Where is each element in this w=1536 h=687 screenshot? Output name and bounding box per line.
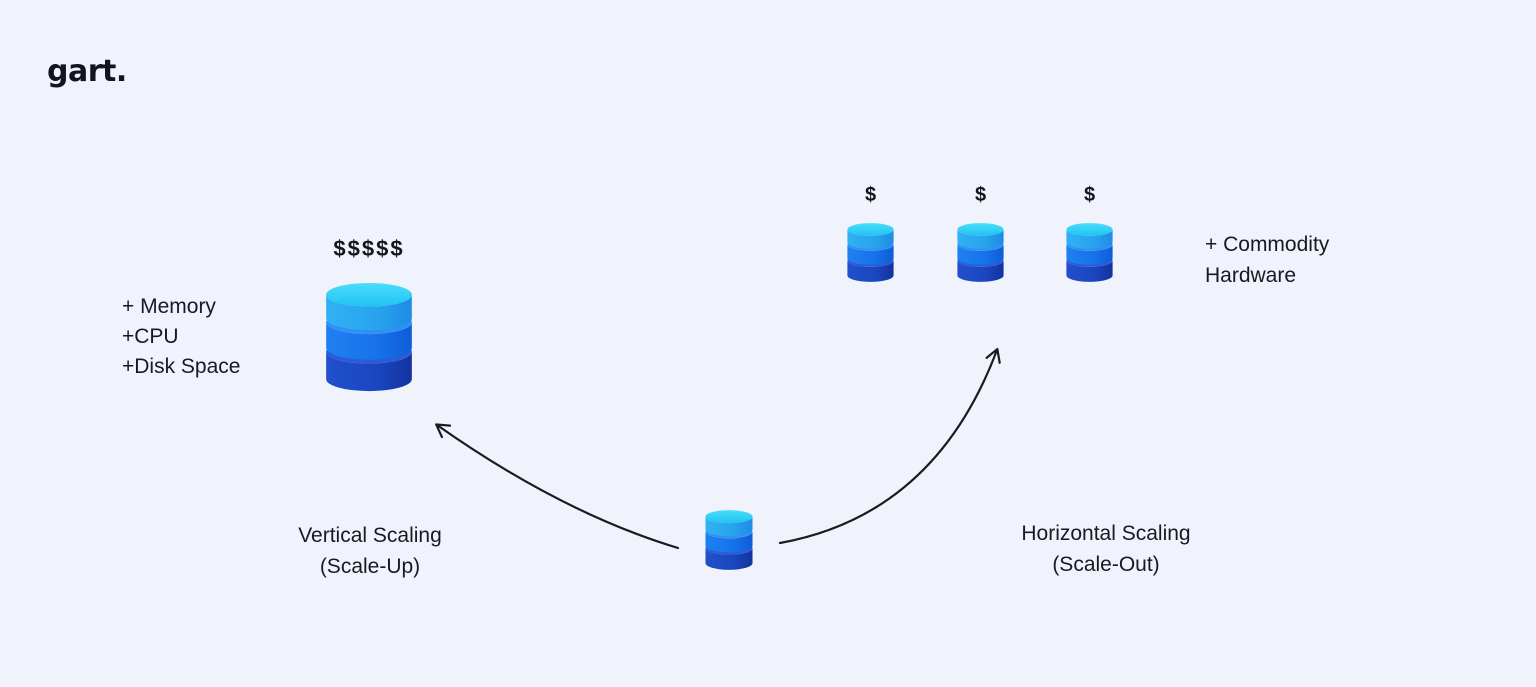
spec-item-cpu: +CPU	[122, 325, 179, 348]
source-database-icon	[701, 509, 757, 572]
spec-item-memory: + Memory	[122, 295, 216, 318]
horizontal-scaling-title: Horizontal Scaling	[1021, 522, 1191, 545]
commodity-note: + Commodity Hardware	[1205, 229, 1329, 291]
big-database-icon	[318, 281, 420, 395]
commodity-node: $	[1062, 184, 1117, 284]
small-database-icon	[847, 223, 894, 282]
vertical-specs-list: + Memory +CPU +Disk Space	[122, 292, 240, 382]
vertical-scaling-title: Vertical Scaling	[298, 524, 442, 547]
node-cost-label: $	[1083, 184, 1096, 206]
scale-out-arrow	[778, 347, 1001, 545]
node-cost-label: $	[864, 184, 877, 206]
vertical-cost-label: $$$$$	[333, 236, 405, 261]
horizontal-scaling-subtitle: (Scale-Out)	[1052, 553, 1160, 576]
commodity-node: $	[843, 184, 898, 284]
horizontal-scaling-label: Horizontal Scaling (Scale-Out)	[981, 518, 1231, 580]
spec-item-disk: +Disk Space	[122, 355, 241, 378]
commodity-node: $	[953, 184, 1008, 284]
small-database-icon	[1066, 223, 1113, 282]
node-cost-label: $	[974, 184, 987, 206]
small-database-icon	[957, 223, 1004, 282]
commodity-note-line1: + Commodity	[1205, 233, 1330, 256]
commodity-note-line2: Hardware	[1205, 264, 1297, 287]
gart-logo: gart.	[47, 54, 127, 89]
vertical-scaling-label: Vertical Scaling (Scale-Up)	[245, 520, 495, 582]
vertical-scaling-subtitle: (Scale-Up)	[319, 555, 421, 578]
